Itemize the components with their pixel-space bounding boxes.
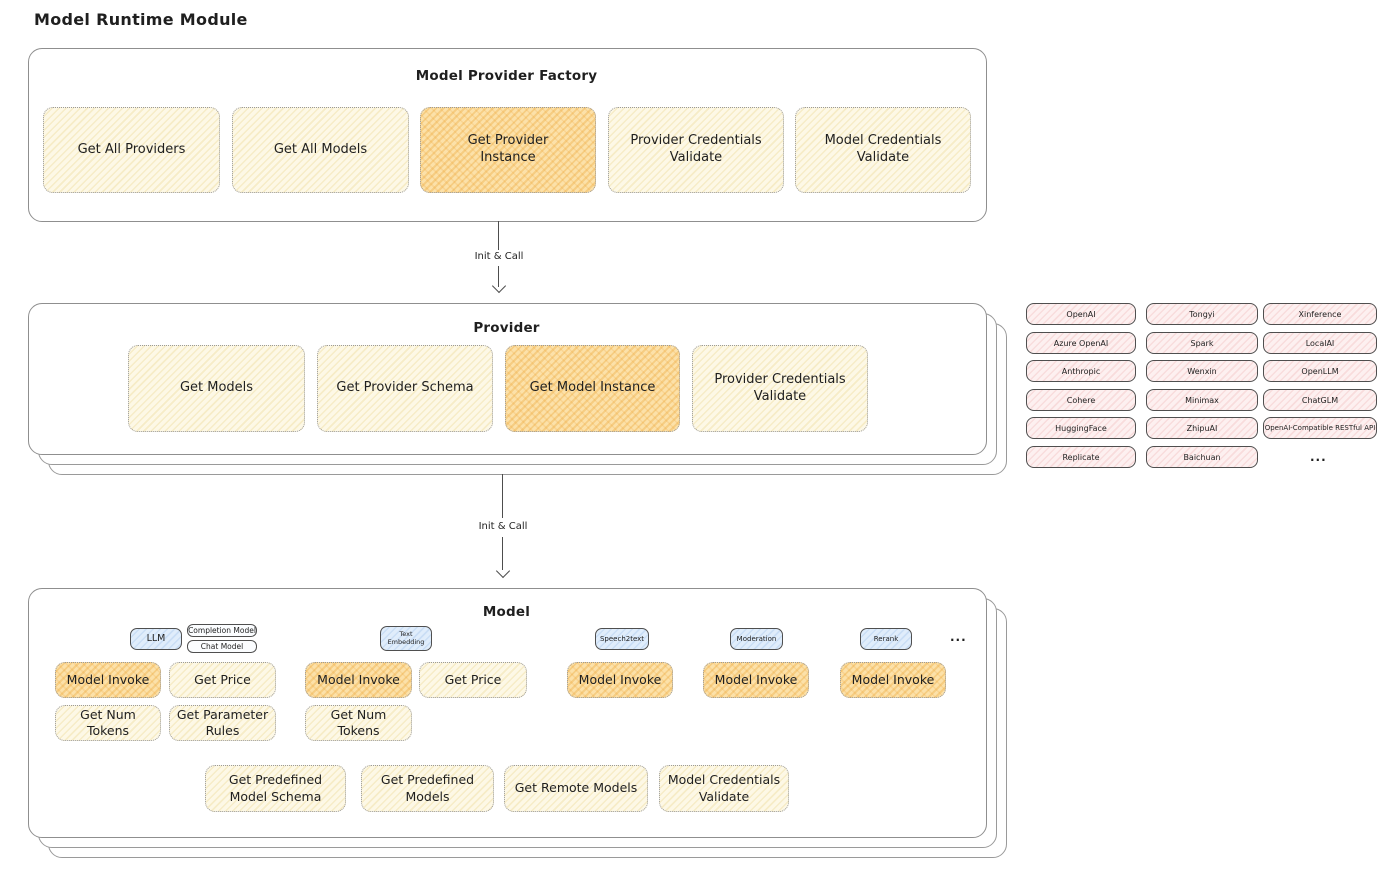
- node-model-credentials-validate-model: Model Credentials Validate: [659, 765, 789, 812]
- arrow-line-top-1: [498, 221, 499, 250]
- arrow-label-init-call-2: Init & Call: [453, 521, 553, 532]
- provider-chip-azure-openai: Azure OpenAI: [1026, 332, 1136, 354]
- provider-chip-cohere: Cohere: [1026, 389, 1136, 411]
- provider-chip-huggingface: HuggingFace: [1026, 417, 1136, 439]
- provider-chip-zhipuai: ZhipuAI: [1146, 417, 1258, 439]
- node-llm-get-price: Get Price: [169, 662, 276, 698]
- arrow-line-bottom-1: [498, 266, 499, 287]
- tab-chat-model: Chat Model: [187, 640, 257, 653]
- node-text-embedding-model-invoke: Model Invoke: [305, 662, 412, 698]
- tab-moderation: Moderation: [730, 628, 783, 650]
- node-llm-get-num-tokens: Get Num Tokens: [55, 705, 161, 741]
- tab-speech2text: Speech2text: [595, 628, 649, 650]
- node-moderation-model-invoke: Model Invoke: [703, 662, 809, 698]
- provider-chip-openllm: OpenLLM: [1263, 360, 1377, 382]
- node-speech2text-model-invoke: Model Invoke: [567, 662, 673, 698]
- provider-chip-baichuan: Baichuan: [1146, 446, 1258, 468]
- provider-title: Provider: [473, 320, 540, 336]
- arrow-head-down-2: [495, 563, 511, 579]
- page-title: Model Runtime Module: [34, 10, 248, 29]
- model-title: Model: [482, 604, 531, 620]
- arrow-line-top-2: [502, 474, 503, 518]
- provider-chip-localai: LocalAI: [1263, 332, 1377, 354]
- provider-chip-replicate: Replicate: [1026, 446, 1136, 468]
- node-get-all-providers: Get All Providers: [43, 107, 220, 193]
- factory-title: Model Provider Factory: [415, 68, 598, 84]
- provider-chips-more-ellipsis: ...: [1310, 450, 1327, 464]
- node-get-all-models: Get All Models: [232, 107, 409, 193]
- tab-text-embedding: Text Embedding: [380, 626, 432, 651]
- provider-chip-openai-compatible-restful-api: OpenAI-Compatible RESTful API: [1263, 417, 1377, 439]
- model-tabs-more-ellipsis: ...: [950, 630, 967, 644]
- node-get-provider-instance: Get Provider Instance: [420, 107, 596, 193]
- node-llm-model-invoke: Model Invoke: [55, 662, 161, 698]
- tab-llm: LLM: [130, 628, 182, 650]
- node-get-remote-models: Get Remote Models: [504, 765, 648, 812]
- arrow-line-bottom-2: [502, 537, 503, 570]
- node-text-embedding-get-price: Get Price: [419, 662, 527, 698]
- provider-chip-minimax: Minimax: [1146, 389, 1258, 411]
- node-get-provider-schema: Get Provider Schema: [317, 345, 493, 432]
- provider-chip-wenxin: Wenxin: [1146, 360, 1258, 382]
- node-llm-get-parameter-rules: Get Parameter Rules: [169, 705, 276, 741]
- tab-rerank: Rerank: [860, 628, 912, 650]
- provider-chip-spark: Spark: [1146, 332, 1258, 354]
- node-get-predefined-models: Get Predefined Models: [361, 765, 494, 812]
- arrow-head-down-1: [491, 278, 507, 294]
- provider-chip-chatglm: ChatGLM: [1263, 389, 1377, 411]
- node-provider-credentials-validate-provider: Provider Credentials Validate: [692, 345, 868, 432]
- node-get-predefined-model-schema: Get Predefined Model Schema: [205, 765, 346, 812]
- node-get-models: Get Models: [128, 345, 305, 432]
- node-model-credentials-validate-factory: Model Credentials Validate: [795, 107, 971, 193]
- provider-chip-anthropic: Anthropic: [1026, 360, 1136, 382]
- node-provider-credentials-validate-factory: Provider Credentials Validate: [608, 107, 784, 193]
- provider-chip-xinference: Xinference: [1263, 303, 1377, 325]
- node-get-model-instance: Get Model Instance: [505, 345, 680, 432]
- arrow-label-init-call-1: Init & Call: [449, 251, 549, 262]
- node-rerank-model-invoke: Model Invoke: [840, 662, 946, 698]
- tab-completion-model: Completion Model: [187, 624, 257, 637]
- node-text-embedding-get-num-tokens: Get Num Tokens: [305, 705, 412, 741]
- provider-chip-openai: OpenAI: [1026, 303, 1136, 325]
- provider-chip-tongyi: Tongyi: [1146, 303, 1258, 325]
